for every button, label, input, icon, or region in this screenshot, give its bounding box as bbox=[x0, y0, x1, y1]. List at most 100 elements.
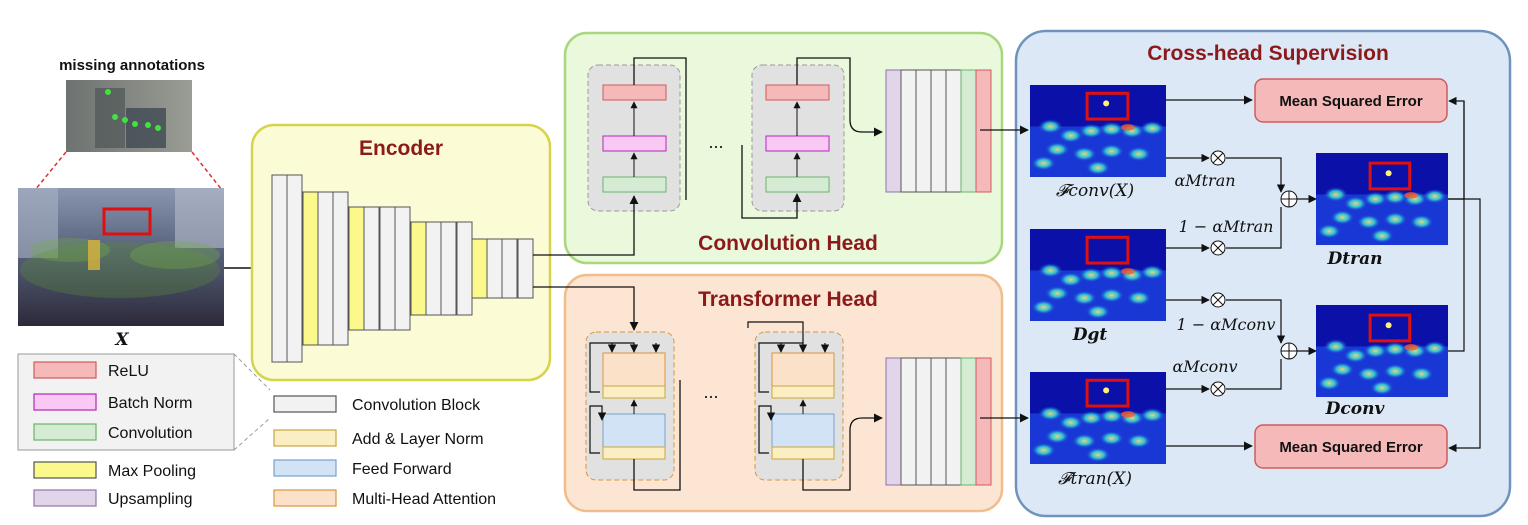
legend-label: Add & Layer Norm bbox=[352, 431, 484, 448]
conv-block-1-relu bbox=[602, 84, 667, 101]
encoder-layer bbox=[271, 174, 288, 363]
head-output-layer bbox=[960, 69, 977, 193]
tb1-feed-forward bbox=[602, 413, 666, 448]
encoder-layer bbox=[425, 221, 442, 316]
transformer-block-2 bbox=[747, 321, 883, 491]
alpha-m-conv-label: αMconv bbox=[1172, 357, 1237, 376]
conv-block-1-convolution bbox=[602, 176, 667, 193]
head-output-layer bbox=[960, 357, 977, 486]
legend-swatch bbox=[33, 461, 97, 479]
cross-head-supervision-title: Cross-head Supervision bbox=[1147, 42, 1389, 65]
conv-head-output-stack bbox=[885, 69, 992, 193]
encoder-layer bbox=[517, 238, 534, 299]
encoder-layer bbox=[486, 238, 503, 299]
conv-block-2-convolution bbox=[765, 176, 830, 193]
add-node-tran bbox=[1280, 190, 1298, 208]
transformer-head-title: Transformer Head bbox=[698, 288, 878, 311]
convolution-head-title: Convolution Head bbox=[698, 232, 878, 255]
density-map-fconv bbox=[1030, 85, 1166, 177]
encoder-layer bbox=[332, 191, 349, 346]
dconv-label: Dconv bbox=[1325, 399, 1386, 419]
encoder-layer bbox=[456, 221, 473, 316]
legend-swatch bbox=[273, 395, 337, 413]
legend-connector bbox=[233, 353, 271, 451]
legend-label: Feed Forward bbox=[352, 461, 452, 478]
encoder-layer bbox=[410, 221, 427, 316]
input-crowd-image bbox=[18, 188, 224, 326]
add-node-conv bbox=[1280, 342, 1298, 360]
conv-block-1-batchnorm bbox=[602, 135, 667, 152]
legend-swatch bbox=[273, 429, 337, 447]
encoder-layer bbox=[302, 191, 319, 346]
conv-head-ellipsis: ... bbox=[708, 132, 723, 152]
mult-node-2 bbox=[1210, 240, 1226, 256]
encoder-layer bbox=[317, 191, 334, 346]
alpha-m-tran-label: αMtran bbox=[1174, 171, 1235, 190]
encoder-layer bbox=[363, 206, 380, 331]
legend-swatch bbox=[33, 489, 97, 507]
encoder-title: Encoder bbox=[359, 137, 443, 160]
legend-label: ReLU bbox=[108, 363, 149, 380]
density-map-dgt bbox=[1030, 229, 1166, 321]
encoder-layer bbox=[286, 174, 303, 363]
input-x-label: X bbox=[114, 330, 129, 350]
head-output-layer bbox=[930, 357, 947, 486]
transformer-block-1 bbox=[585, 331, 681, 491]
conv-block-2-batchnorm bbox=[765, 135, 830, 152]
head-output-layer bbox=[885, 357, 902, 486]
conv-block-2-relu bbox=[765, 84, 830, 101]
head-output-layer bbox=[915, 357, 932, 486]
legend-swatch bbox=[33, 393, 97, 411]
one-minus-alpha-m-tran-label: 1 − αMtran bbox=[1179, 217, 1274, 236]
fconv-label: 𝓕conv(X) bbox=[1056, 181, 1134, 201]
head-output-layer bbox=[900, 69, 917, 193]
zoom-guide-right bbox=[191, 151, 223, 191]
legend-label: Batch Norm bbox=[108, 395, 192, 412]
legend-swatch bbox=[33, 423, 97, 441]
head-output-layer bbox=[945, 69, 962, 193]
one-minus-alpha-m-conv-label: 1 − αMconv bbox=[1177, 315, 1276, 334]
tb1-add-norm-1 bbox=[602, 385, 666, 399]
legend-label: Upsampling bbox=[108, 491, 192, 508]
encoder-layer bbox=[379, 206, 396, 331]
tb1-multi-head-attention bbox=[602, 352, 666, 387]
encoder-layer bbox=[394, 206, 411, 331]
conv-block-1 bbox=[587, 57, 687, 212]
conv-block-2 bbox=[741, 57, 883, 219]
ftran-label: 𝓕tran(X) bbox=[1058, 469, 1132, 489]
arrow-encoder-to-transformer-head bbox=[533, 286, 639, 331]
mult-node-3 bbox=[1210, 292, 1226, 308]
density-map-dtran bbox=[1316, 153, 1448, 245]
tb2-multi-head-attention bbox=[771, 352, 835, 387]
tb2-add-norm-1 bbox=[771, 385, 835, 399]
encoder-layer bbox=[501, 238, 518, 299]
head-output-layer bbox=[975, 357, 992, 486]
tb2-add-norm-2 bbox=[771, 446, 835, 460]
mse-top-box bbox=[1254, 78, 1448, 123]
legend-swatch bbox=[273, 459, 337, 477]
head-output-layer bbox=[900, 357, 917, 486]
head-output-layer bbox=[885, 69, 902, 193]
legend-label: Convolution Block bbox=[352, 397, 481, 414]
tb1-add-norm-2 bbox=[602, 446, 666, 460]
head-output-layer bbox=[975, 69, 992, 193]
head-output-layer bbox=[930, 69, 947, 193]
legend-label: Multi-Head Attention bbox=[352, 491, 496, 508]
encoder-layer bbox=[440, 221, 457, 316]
mse-top-label: Mean Squared Error bbox=[1279, 93, 1423, 110]
legend-label: Convolution bbox=[108, 425, 193, 442]
transformer-head-ellipsis: ... bbox=[703, 382, 718, 402]
dgt-label: Dgt bbox=[1072, 325, 1108, 345]
legend-swatch bbox=[33, 361, 97, 379]
head-output-layer bbox=[915, 69, 932, 193]
density-map-ftran bbox=[1030, 372, 1166, 464]
density-map-dconv bbox=[1316, 305, 1448, 397]
legend-swatch bbox=[273, 489, 337, 507]
mult-node-4 bbox=[1210, 381, 1226, 397]
arrow-encoder-to-conv-head bbox=[533, 195, 639, 256]
head-output-layer bbox=[945, 357, 962, 486]
missing-annotations-caption: missing annotations bbox=[59, 57, 205, 74]
mult-node-1 bbox=[1210, 150, 1226, 166]
mse-bottom-label: Mean Squared Error bbox=[1279, 439, 1423, 456]
